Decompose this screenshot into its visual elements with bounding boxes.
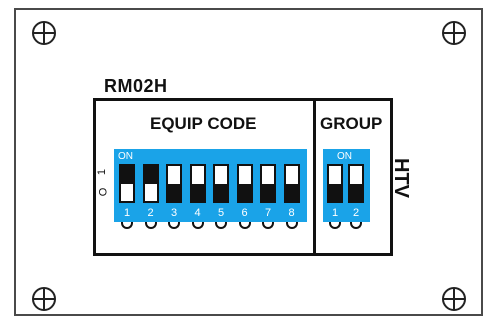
group-switch-1 xyxy=(327,164,343,203)
htv-label: HTV xyxy=(390,158,412,198)
equip-code-switch-knob xyxy=(191,183,204,201)
equip-code-pin xyxy=(285,222,298,229)
group-pin xyxy=(350,222,362,229)
equip-code-switch-knob xyxy=(168,183,180,201)
equip-code-switch-number: 6 xyxy=(241,207,248,219)
equip-code-switch-number: 1 xyxy=(123,207,131,219)
equip-code-switch-number: 4 xyxy=(194,207,201,219)
equip-code-switch-4 xyxy=(189,164,206,203)
group-on-label: ON xyxy=(337,151,352,162)
group-switch-2 xyxy=(348,164,364,203)
equip-code-switch-number: 3 xyxy=(170,207,178,219)
equip-code-switch-7 xyxy=(260,164,276,203)
equip-code-pin xyxy=(215,222,227,229)
equip-code-pin xyxy=(191,222,204,229)
equip-code-switch-2 xyxy=(142,164,159,203)
equip-code-pin xyxy=(144,222,157,229)
equip-code-title: EQUIP CODE xyxy=(150,114,257,133)
equip-code-switch-8 xyxy=(283,164,300,203)
equip-code-switch-knob xyxy=(238,183,251,201)
equip-code-switch-knob xyxy=(262,183,274,201)
group-section-box xyxy=(313,98,393,256)
group-switch-number: 1 xyxy=(331,207,339,219)
group-pin xyxy=(329,222,341,229)
equip-code-switch-knob xyxy=(121,166,133,184)
equip-code-switch-3 xyxy=(166,164,182,203)
screw-icon-bottom-left xyxy=(32,287,56,311)
module-label: RM02H xyxy=(104,76,168,96)
equip-code-switch-number: 5 xyxy=(217,207,225,219)
equip-code-switch-5 xyxy=(213,164,229,203)
group-switch-number: 2 xyxy=(352,207,360,219)
equip-code-switch-knob xyxy=(285,183,298,201)
equip-code-switch-number: 2 xyxy=(147,207,154,219)
equip-code-pin xyxy=(121,222,133,229)
side-mark-off: O xyxy=(97,187,110,197)
equip-code-pin xyxy=(168,222,180,229)
screw-icon-top-right xyxy=(442,21,466,45)
equip-code-on-label: ON xyxy=(118,151,133,162)
equip-code-switch-1 xyxy=(119,164,135,203)
group-title: GROUP xyxy=(320,114,383,133)
group-switch-knob xyxy=(350,183,362,201)
equip-code-switch-number: 7 xyxy=(264,207,272,219)
equip-code-switch-knob xyxy=(215,183,227,201)
group-switch-knob xyxy=(329,183,341,201)
equip-code-switch-number: 8 xyxy=(288,207,295,219)
screw-icon-top-left xyxy=(32,21,56,45)
equip-code-pin xyxy=(238,222,251,229)
screw-icon-bottom-right xyxy=(442,287,466,311)
equip-code-switch-knob xyxy=(144,166,157,184)
side-mark-on: 1 xyxy=(96,168,109,176)
equip-code-switch-6 xyxy=(236,164,253,203)
equip-code-pin xyxy=(262,222,274,229)
